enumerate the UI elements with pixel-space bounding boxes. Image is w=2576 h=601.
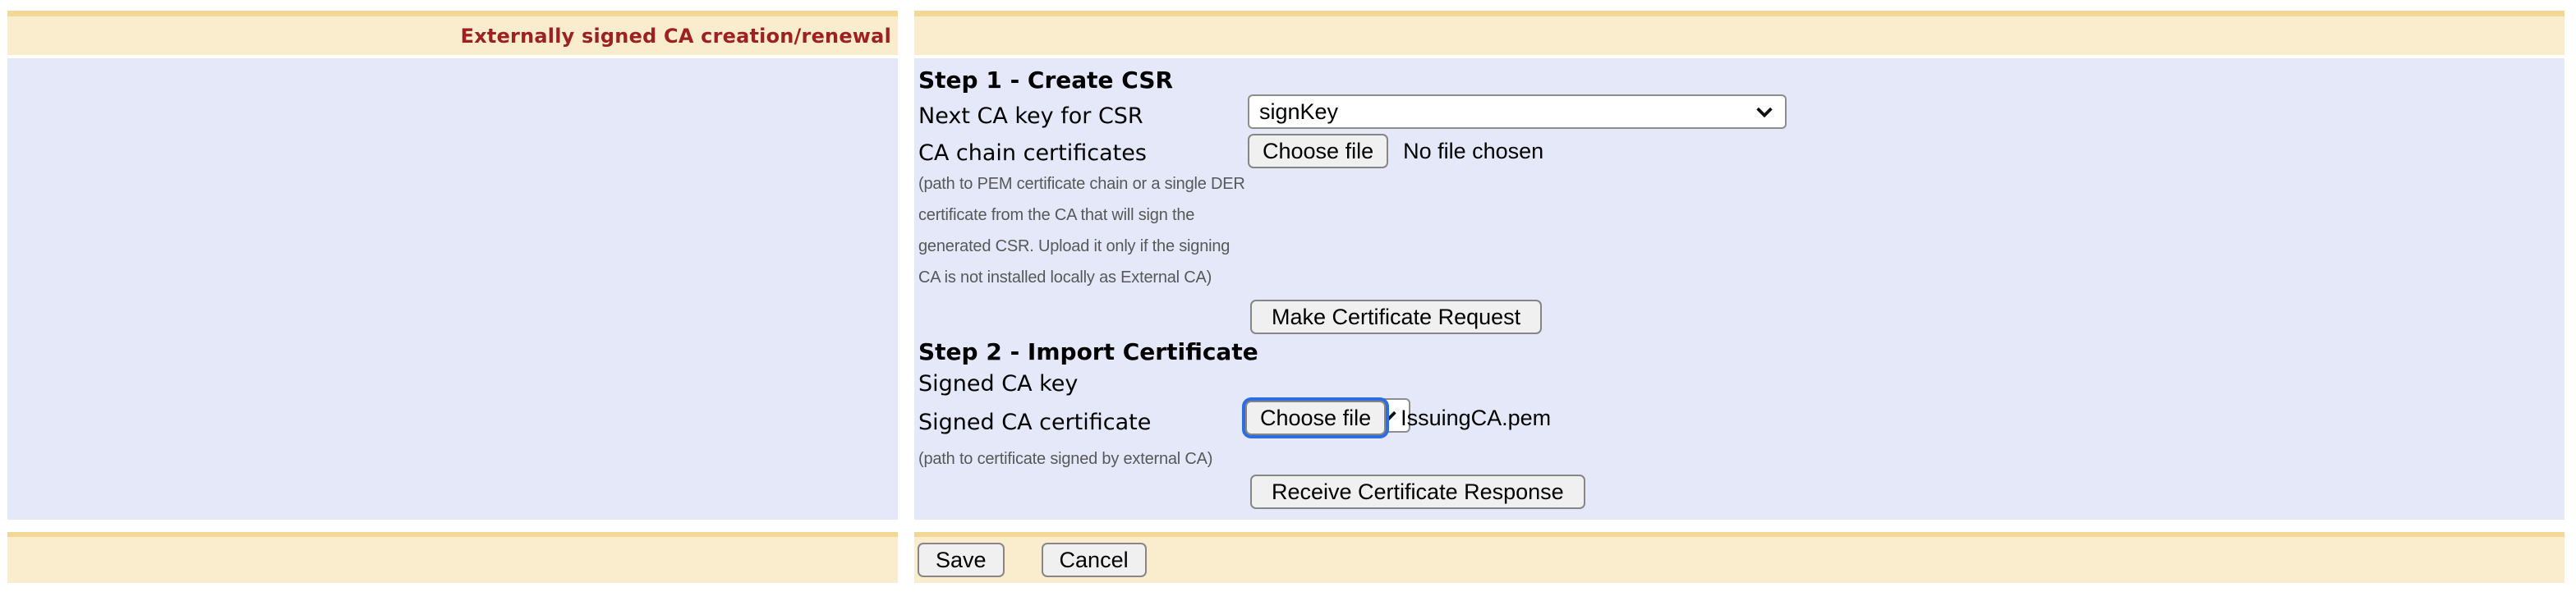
footer-spacer-cell — [7, 532, 898, 583]
page-title: Externally signed CA creation/renewal — [460, 24, 891, 48]
next-ca-key-selected-value: signKey — [1259, 99, 1339, 124]
receive-certificate-response-button[interactable]: Receive Certificate Response — [1250, 475, 1585, 509]
ca-chain-choose-file-button[interactable]: Choose file — [1248, 134, 1389, 168]
ca-chain-file-status: No file chosen — [1403, 138, 1544, 163]
ca-chain-help-line: generated CSR. Upload it only if the sig… — [918, 237, 1230, 255]
signed-ca-certificate-label: Signed CA certificate — [918, 410, 1152, 435]
step1-heading: Step 1 - Create CSR — [918, 67, 1174, 94]
ca-chain-help-line: certificate from the CA that will sign t… — [918, 206, 1195, 224]
header-title-cell: Externally signed CA creation/renewal — [7, 11, 898, 55]
save-button[interactable]: Save — [918, 543, 1005, 577]
signed-ca-certificate-file-name: IssuingCA.pem — [1401, 405, 1552, 430]
signed-ca-certificate-help: (path to certificate signed by external … — [918, 450, 1213, 468]
ca-chain-file-input: Choose file No file chosen — [1248, 134, 1543, 168]
chevron-down-icon — [1756, 101, 1773, 118]
next-ca-key-select[interactable]: signKey — [1248, 94, 1787, 129]
ca-chain-label: CA chain certificates — [918, 140, 1147, 166]
footer-actions-cell: Save Cancel — [914, 532, 2564, 583]
step2-heading: Step 2 - Import Certificate — [918, 338, 1258, 365]
signed-ca-certificate-file-input: Choose file IssuingCA.pem — [1245, 401, 1551, 435]
cancel-button[interactable]: Cancel — [1041, 543, 1147, 577]
ca-chain-help-line: (path to PEM certificate chain or a sing… — [918, 175, 1245, 193]
next-ca-key-label: Next CA key for CSR — [918, 103, 1143, 129]
form-panel: Step 1 - Create CSR Next CA key for CSR … — [914, 58, 2564, 520]
left-panel — [7, 58, 898, 520]
header-spacer-cell — [914, 11, 2564, 55]
signed-ca-certificate-choose-file-button[interactable]: Choose file — [1245, 401, 1387, 435]
ca-chain-help-line: CA is not installed locally as External … — [918, 268, 1212, 287]
signed-ca-key-label: Signed CA key — [918, 371, 1079, 397]
make-certificate-request-button[interactable]: Make Certificate Request — [1250, 300, 1543, 334]
